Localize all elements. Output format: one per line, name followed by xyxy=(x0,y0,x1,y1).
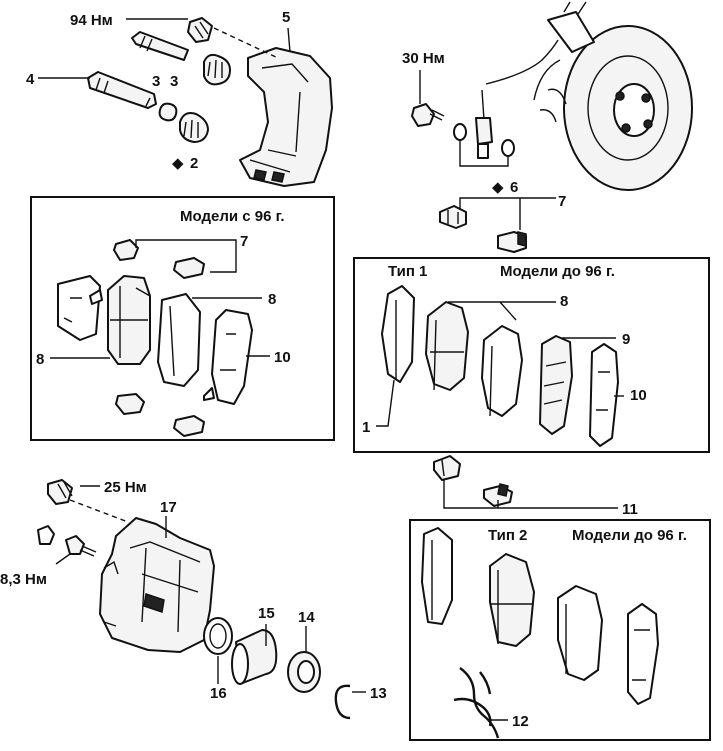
bushing-3 xyxy=(158,102,178,122)
part-number-8-type1: 8 xyxy=(560,293,568,310)
pad-type2-a xyxy=(489,553,535,647)
part-number-10-box: 10 xyxy=(274,349,291,366)
spring-wire-12 xyxy=(453,667,500,739)
shim-type1-10 xyxy=(589,343,619,447)
box-type2-type-label: Тип 2 xyxy=(488,527,527,544)
slide-pin-lower xyxy=(87,71,157,109)
dust-boot-lower xyxy=(179,112,209,143)
torque-label-25nm: 25 Нм xyxy=(104,479,147,496)
part-number-11: 11 xyxy=(622,501,638,518)
piston-seal-16 xyxy=(203,617,233,655)
bolt-25nm xyxy=(47,479,73,505)
anti-squeal-clip-lower xyxy=(115,393,205,437)
part-number-14: 14 xyxy=(298,609,315,626)
arrow-left xyxy=(89,289,103,305)
washer-6b xyxy=(501,139,515,157)
box-type1-title: Модели до 96 г. xyxy=(500,263,615,280)
part-number-7-box: 7 xyxy=(240,233,248,250)
box-96-title: Модели с 96 г. xyxy=(180,208,285,225)
shim-type1-left xyxy=(381,285,415,383)
pad-clip-11a xyxy=(433,455,461,481)
shim-type2-right xyxy=(627,603,659,705)
pad-clip-7b xyxy=(497,231,527,253)
shim-type1-9 xyxy=(539,335,573,435)
part-number-17: 17 xyxy=(160,499,177,516)
part-number-8-box-a: 8 xyxy=(268,291,276,308)
clip-lead-7-top xyxy=(459,197,556,230)
shim-lead-1 xyxy=(376,379,395,427)
slide-pin-upper xyxy=(131,31,189,61)
shim-right xyxy=(211,309,253,405)
caliper-bracket xyxy=(239,47,333,187)
brake-pad-right xyxy=(157,293,201,387)
part-number-8-box-b: 8 xyxy=(36,351,44,368)
torque-label-8-3nm: 8,3 Нм xyxy=(0,571,47,588)
piston-15 xyxy=(231,629,278,685)
clip-lead-7-box xyxy=(135,239,237,273)
lead-8-3nm xyxy=(55,553,71,565)
pad-type1-a xyxy=(425,301,469,391)
shim-left xyxy=(57,275,101,341)
part-number-16: 16 xyxy=(210,685,227,702)
part-number-12: 12 xyxy=(512,713,529,730)
torque-label-94nm: 94 Нм xyxy=(70,12,113,29)
hose-fitting xyxy=(475,117,493,159)
brake-hose xyxy=(485,39,559,85)
piston-boot-14 xyxy=(287,651,321,693)
part-number-6-diamond: ◆ xyxy=(492,179,504,196)
bolt-94nm xyxy=(187,17,213,43)
part-number-2: 2 xyxy=(190,155,198,172)
part-number-5: 5 xyxy=(282,9,290,26)
pad-type1-b xyxy=(481,325,523,417)
part-number-3-value: 3 xyxy=(170,73,178,90)
part-number-15: 15 xyxy=(258,605,275,622)
lead-5 xyxy=(287,27,291,53)
dust-boot-upper xyxy=(203,53,231,86)
part-number-9: 9 xyxy=(622,331,630,348)
shim-type2-left xyxy=(421,527,453,625)
bolt-guide-dashed-2 xyxy=(69,499,129,523)
box-type1 xyxy=(353,257,710,453)
box-type2 xyxy=(409,519,711,741)
part-number-6: 6 xyxy=(510,179,518,196)
part-number-13: 13 xyxy=(370,685,387,702)
part-number-7-top: 7 xyxy=(558,193,566,210)
bleeder-screw xyxy=(65,535,97,557)
retaining-ring-13 xyxy=(334,684,351,720)
anti-squeal-clip-upper xyxy=(113,239,205,279)
clip-lead-11 xyxy=(443,480,618,509)
bolt-30nm xyxy=(411,103,445,127)
bleeder-cap xyxy=(37,525,55,545)
torque-label-30nm: 30 Нм xyxy=(402,50,445,67)
brake-pad-left xyxy=(107,275,151,365)
wheel-hub-disc xyxy=(533,1,693,191)
part-number-3: 3 xyxy=(152,73,160,90)
pad-clip-7a xyxy=(439,205,467,229)
part-number-1: 1 xyxy=(362,419,370,436)
box-models-from-96 xyxy=(30,196,335,441)
pad-lead-8-type1 xyxy=(448,301,556,321)
part-number-4: 4 xyxy=(26,71,35,88)
pad-lead-8-box xyxy=(135,287,262,299)
caliper-body xyxy=(99,517,215,653)
pad-type2-b xyxy=(557,585,603,681)
arrow-right xyxy=(203,387,215,401)
part-number-2-diamond: ◆ xyxy=(172,155,184,172)
box-type1-type-label: Тип 1 xyxy=(388,263,427,280)
bolt-guide-dashed xyxy=(213,27,279,59)
washer-6a xyxy=(453,123,467,141)
pad-clip-11b xyxy=(483,483,513,507)
washer-lead-6 xyxy=(459,140,509,167)
part-number-10-type1: 10 xyxy=(630,387,647,404)
box-type2-title: Модели до 96 г. xyxy=(572,527,687,544)
